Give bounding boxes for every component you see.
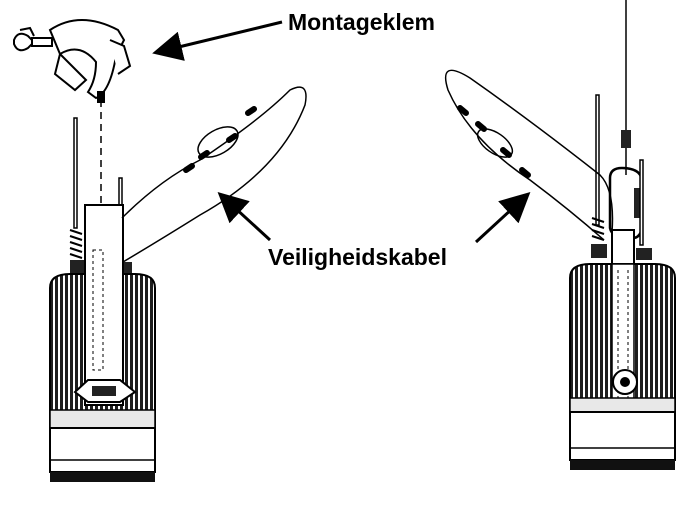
left-mounting-bracket: [84, 204, 124, 406]
safety-cable-label: Veiligheidskabel: [268, 244, 447, 270]
left-cable-spring: [69, 229, 83, 259]
left-safety-cable: [121, 86, 307, 263]
clamp-icon: [13, 19, 132, 103]
right-fixture: [569, 0, 676, 470]
clamp-label: Montageklem: [288, 9, 435, 35]
cable-callout-arrow-left: [217, 191, 272, 242]
right-safety-cable: [444, 69, 614, 241]
cable-callout-arrow-right: [474, 191, 531, 244]
left-fixture: [49, 100, 156, 482]
clamp-callout-arrow: [152, 20, 283, 61]
